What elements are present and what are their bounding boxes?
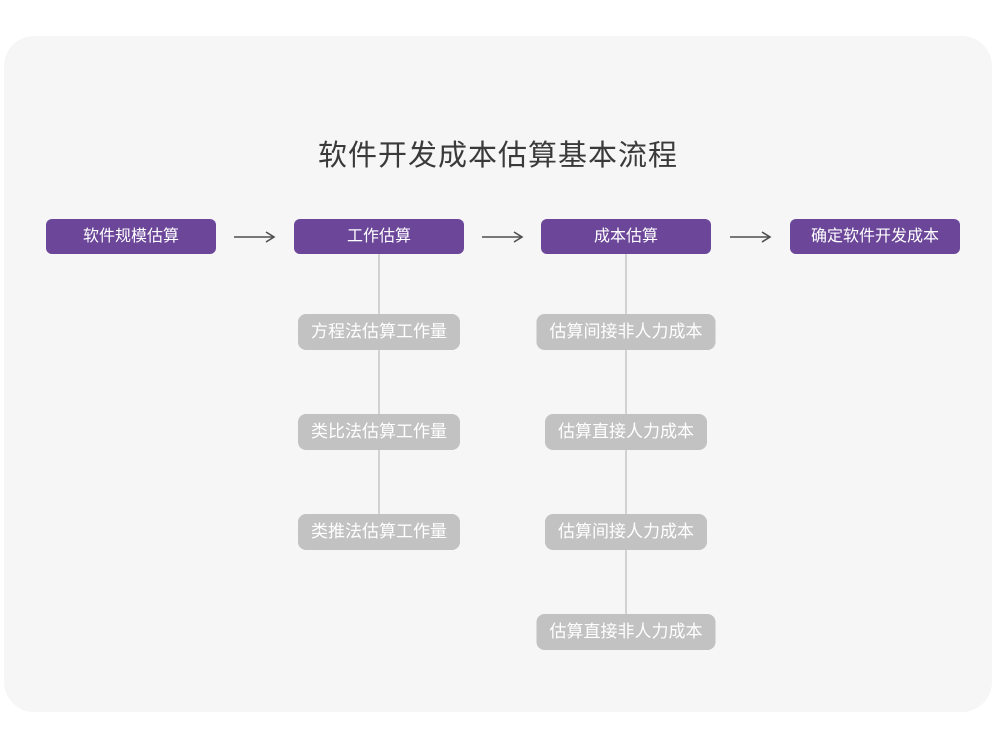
arrow-right-icon <box>482 231 524 243</box>
sub-node-analogy-method: 类比法估算工作量 <box>298 414 460 450</box>
sub-node-equation-method: 方程法估算工作量 <box>298 314 460 350</box>
connector-line-work-estimation <box>378 254 380 532</box>
flow-node-software-scale-estimation: 软件规模估算 <box>46 219 216 254</box>
page-title: 软件开发成本估算基本流程 <box>317 140 678 172</box>
sub-node-direct-nonlabor-cost: 估算直接非人力成本 <box>536 614 716 650</box>
sub-node-indirect-nonlabor-cost: 估算间接非人力成本 <box>536 314 716 350</box>
sub-node-indirect-labor-cost: 估算间接人力成本 <box>545 514 707 550</box>
flow-node-determine-dev-cost: 确定软件开发成本 <box>790 219 960 254</box>
arrow-right-icon <box>234 231 276 243</box>
sub-node-extrapolation-method: 类推法估算工作量 <box>298 514 460 550</box>
arrow-right-icon <box>730 231 772 243</box>
flowchart-card: 软件开发成本估算基本流程 软件规模估算 工作估算 成本估算 确定软件开发成本 方… <box>4 36 992 712</box>
flow-node-cost-estimation: 成本估算 <box>541 219 711 254</box>
flow-node-work-estimation: 工作估算 <box>294 219 464 254</box>
sub-node-direct-labor-cost: 估算直接人力成本 <box>545 414 707 450</box>
